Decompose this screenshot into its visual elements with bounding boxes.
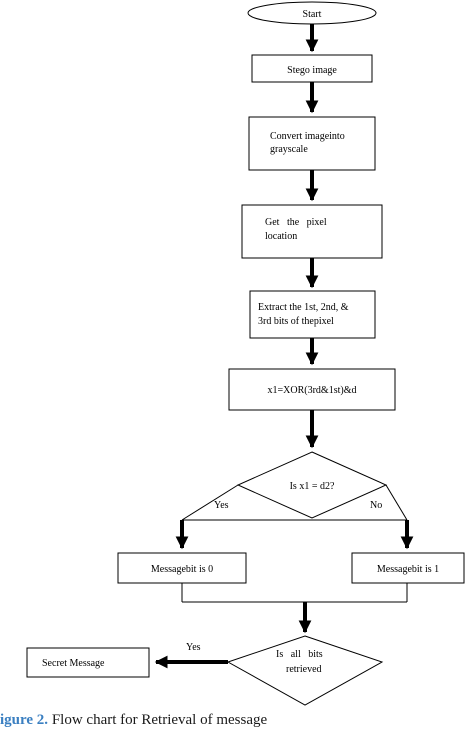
yes-label-left: Yes <box>214 500 229 511</box>
extract-label-line1: Extract the 1st, 2nd, & <box>258 302 349 313</box>
bit0-label: Messagebit is 0 <box>151 564 213 575</box>
connectors <box>154 24 414 669</box>
branch-lines <box>181 484 408 603</box>
stego-image-box: Stego image <box>251 54 373 83</box>
pixel-label-line1: Get the pixel <box>265 217 327 228</box>
no-label-right: No <box>370 500 382 511</box>
decision2-label-line2: retrieved <box>286 664 322 675</box>
caption-text: Flow chart for Retrieval of message <box>48 712 268 728</box>
line-no-branch <box>385 484 408 521</box>
bit1-label: Messagebit is 1 <box>377 564 439 575</box>
figure-number: igure 2. <box>0 712 49 728</box>
xor-box: x1=XOR(3rd&1st)&d <box>228 368 396 411</box>
pixel-label-line2: location <box>265 231 297 242</box>
convert-label-line1: Convert imageinto <box>270 131 345 142</box>
convert-label-line2: grayscale <box>270 144 308 155</box>
yes-label-final: Yes <box>186 642 201 653</box>
start-label: Start <box>303 9 322 20</box>
decision1-label: Is x1 = d2? <box>290 481 335 492</box>
secret-message-box: Secret Message <box>26 647 150 678</box>
line-yes-branch <box>181 484 239 521</box>
stego-image-label: Stego image <box>287 65 337 76</box>
convert-grayscale-box: Convert imageinto grayscale <box>248 116 376 171</box>
start-terminator: Start <box>247 1 377 25</box>
message-bit-1-box: Messagebit is 1 <box>351 552 465 584</box>
xor-label: x1=XOR(3rd&1st)&d <box>268 385 357 396</box>
message-bit-0-box: Messagebit is 0 <box>117 552 247 584</box>
extract-label-line2: 3rd bits of thepixel <box>258 316 334 327</box>
secret-message-label: Secret Message <box>42 658 105 669</box>
pixel-location-box: Get the pixel location <box>241 204 383 259</box>
extract-bits-box: Extract the 1st, 2nd, & 3rd bits of thep… <box>249 290 376 339</box>
figure-caption: igure 2. Flow chart for Retrieval of mes… <box>0 712 474 735</box>
decision-all-bits-retrieved: Is all bits retrieved <box>226 635 384 706</box>
decision-x1-equals-d2: Is x1 = d2? <box>236 451 388 519</box>
decision2-label-line1: Is all bits <box>276 649 323 660</box>
